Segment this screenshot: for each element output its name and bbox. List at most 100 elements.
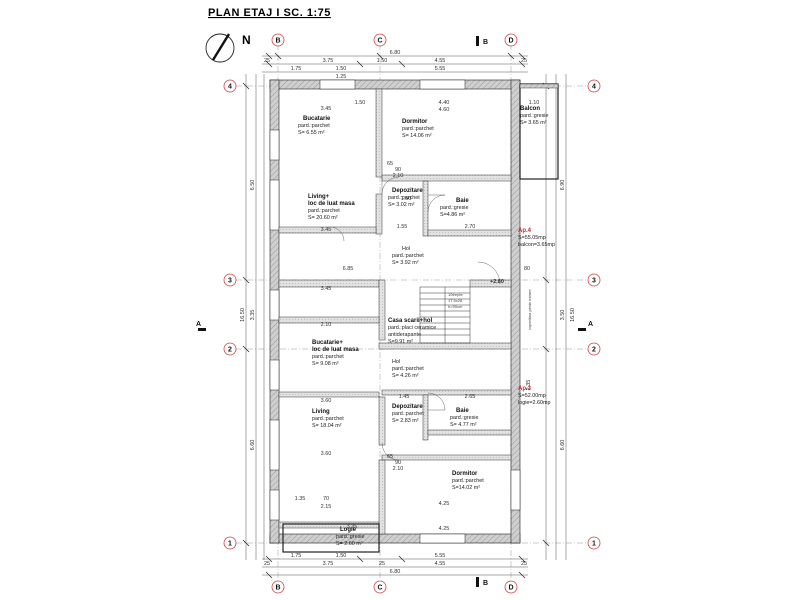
svg-text:6.60: 6.60 — [560, 440, 566, 451]
svg-text:1.50: 1.50 — [336, 553, 347, 559]
room-dormitor-ap3: Dormitor pard.:parchet S=14.02 m² — [452, 471, 484, 491]
room-living-ap4: Living+ loc de luat masa pard.:parchet S… — [308, 194, 355, 221]
svg-text:B: B — [275, 585, 280, 592]
svg-text:4.40: 4.40 — [439, 100, 450, 106]
canopy-note: coperitina peste intrare — [527, 289, 532, 330]
north-label: N — [242, 33, 251, 47]
svg-text:65: 65 — [387, 454, 393, 460]
svg-text:3.45: 3.45 — [321, 286, 332, 292]
exterior-walls — [269, 79, 521, 544]
room-casa-scarii: Casa scarii+hol pard.:placi ceramice ant… — [388, 318, 436, 345]
svg-text:1.35: 1.35 — [295, 496, 306, 502]
elevation-label: +2.80 — [490, 279, 504, 285]
dimensions-right: 16.50 6.90 3.50 6.60 — [560, 180, 576, 451]
svg-text:pard.:parchet: pard.:parchet — [392, 366, 424, 372]
room-depozitare-ap3: Depozitare pard.:parchet S= 2.83 m² — [392, 404, 424, 424]
svg-text:3.75: 3.75 — [323, 58, 334, 64]
room-logie: Logie pard.:gresie S= 2.60 m² — [336, 527, 364, 547]
room-baie-ap3: Baie pard.:gresie S= 4.77 m² — [450, 408, 478, 428]
svg-text:Depozitare: Depozitare — [392, 404, 423, 410]
svg-text:pard.:gresie: pard.:gresie — [520, 113, 548, 119]
svg-text:Dormitor: Dormitor — [452, 471, 478, 477]
room-bucatarie-ap3: Bucatarie+ loc de luat masa pard.:parche… — [312, 340, 359, 367]
svg-text:S= 9.08 m²: S= 9.08 m² — [312, 361, 339, 367]
svg-text:25: 25 — [264, 58, 270, 64]
svg-text:5.55: 5.55 — [435, 553, 446, 559]
svg-text:1.10: 1.10 — [529, 100, 540, 106]
svg-text:3.75: 3.75 — [323, 561, 334, 567]
svg-text:2: 2 — [592, 347, 596, 354]
svg-text:4: 4 — [592, 84, 596, 91]
svg-text:Ap.3: Ap.3 — [518, 386, 532, 392]
svg-text:Hol: Hol — [402, 246, 410, 252]
svg-text:80: 80 — [524, 266, 530, 272]
axis-bubble-labels: B C D B C D 4 3 2 1 4 3 2 1 — [228, 38, 596, 592]
svg-text:loc de luat masa: loc de luat masa — [308, 201, 355, 207]
room-dormitor-ap4: Dormitor pard.:parchet S= 14.06 m² — [402, 119, 434, 139]
room-bucatarie-ap4: Bucatarie pard.:parchet S= 6.55 m² — [298, 116, 331, 136]
svg-text:S= 18.04 m²: S= 18.04 m² — [312, 423, 342, 429]
windows — [269, 79, 521, 544]
svg-text:1.50: 1.50 — [401, 196, 412, 202]
svg-text:65: 65 — [387, 161, 393, 167]
svg-text:Living+: Living+ — [308, 194, 330, 200]
svg-text:pard.:parchet: pard.:parchet — [312, 416, 344, 422]
svg-text:Dormitor: Dormitor — [402, 119, 428, 125]
staircase — [419, 286, 471, 344]
svg-text:C: C — [377, 38, 382, 45]
svg-text:1.50: 1.50 — [355, 100, 366, 106]
svg-text:Baie: Baie — [456, 408, 469, 414]
svg-text:2: 2 — [228, 347, 232, 354]
svg-text:2.10: 2.10 — [393, 173, 404, 179]
svg-text:4.25: 4.25 — [439, 526, 450, 532]
svg-text:3.60: 3.60 — [321, 451, 332, 457]
svg-text:C: C — [377, 585, 382, 592]
svg-text:6.50: 6.50 — [250, 180, 256, 191]
svg-text:Casa scarii+hol: Casa scarii+hol — [388, 318, 433, 324]
svg-text:1: 1 — [592, 541, 596, 548]
svg-text:3.50: 3.50 — [560, 310, 566, 321]
svg-text:S=52.00mp: S=52.00mp — [518, 393, 546, 399]
svg-text:B: B — [275, 38, 280, 45]
svg-text:S= 3.92 m²: S= 3.92 m² — [392, 260, 419, 266]
svg-text:pard.:parchet: pard.:parchet — [312, 354, 344, 360]
svg-text:S=14.02 m²: S=14.02 m² — [452, 485, 480, 491]
room-depozitare-ap4: Depozitare pard.:parchet S= 3.02 m² — [388, 188, 423, 208]
svg-text:25: 25 — [379, 561, 385, 567]
svg-text:16.50: 16.50 — [570, 308, 576, 322]
room-baie-ap4: Baie pard.:gresie S=4.86 m² — [440, 198, 469, 218]
svg-text:3: 3 — [228, 278, 232, 285]
svg-text:3.45: 3.45 — [321, 106, 332, 112]
svg-text:Depozitare: Depozitare — [392, 188, 423, 194]
svg-text:1.50: 1.50 — [377, 58, 388, 64]
svg-text:pard.:parchet: pard.:parchet — [392, 253, 424, 259]
room-living-ap3: Living pard.:parchet S= 18.04 m² — [312, 409, 344, 429]
svg-text:2.15: 2.15 — [321, 504, 332, 510]
svg-text:1.50: 1.50 — [336, 66, 347, 72]
svg-text:Bucatarie: Bucatarie — [303, 116, 331, 122]
loggia — [282, 523, 380, 553]
apartment-ap3-summary: Ap.3 S=52.00mp logie=2.60mp — [518, 386, 551, 406]
svg-text:S= 4.77 m²: S= 4.77 m² — [450, 422, 477, 428]
stair-step-size: 17.5x28 — [448, 298, 463, 303]
svg-text:1.45: 1.45 — [399, 394, 410, 400]
svg-text:pard.:placi ceramice: pard.:placi ceramice — [388, 325, 436, 331]
dimensions-bottom: 1.75 1.50 5.55 25 3.75 25 4.55 25 6.80 — [264, 553, 527, 575]
svg-text:4.55: 4.55 — [435, 561, 446, 567]
svg-text:S= 4.26 m²: S= 4.26 m² — [392, 373, 419, 379]
svg-text:16.50: 16.50 — [240, 308, 246, 322]
stair-steps: 10trepte — [448, 292, 463, 297]
svg-text:5.55: 5.55 — [435, 66, 446, 72]
svg-text:25: 25 — [264, 561, 270, 567]
svg-text:2.65: 2.65 — [465, 394, 476, 400]
dimension-lines — [245, 55, 567, 576]
svg-text:pard.:gresie: pard.:gresie — [336, 534, 364, 540]
svg-text:pard.:parchet: pard.:parchet — [452, 478, 484, 484]
svg-text:pard.:parchet: pard.:parchet — [298, 123, 330, 129]
svg-text:6.80: 6.80 — [390, 50, 401, 56]
dimension-ticks — [242, 52, 550, 579]
svg-text:S= 6.55 m²: S= 6.55 m² — [298, 130, 325, 136]
axis-bubbles — [223, 33, 601, 594]
svg-text:logie=2.60mp: logie=2.60mp — [518, 400, 551, 406]
svg-text:3: 3 — [592, 278, 596, 285]
